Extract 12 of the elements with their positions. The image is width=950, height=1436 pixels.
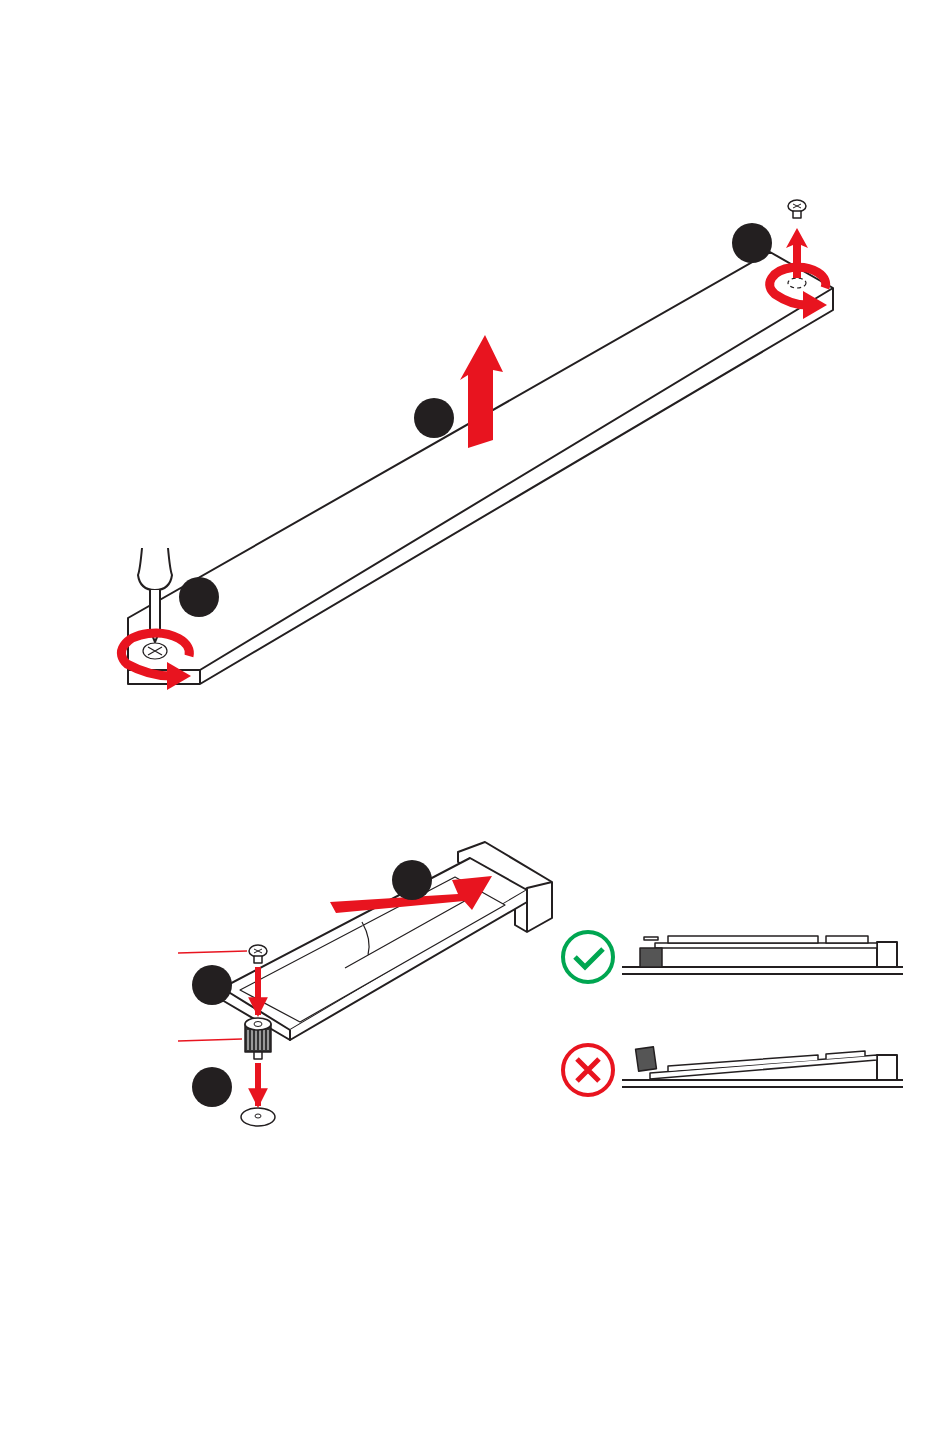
step-marker xyxy=(414,398,454,438)
screw-icon xyxy=(247,944,269,966)
step-marker xyxy=(192,965,232,1005)
step-marker xyxy=(732,223,772,263)
leader-line xyxy=(177,950,248,954)
step-marker xyxy=(392,860,432,900)
step-marker xyxy=(192,1067,232,1107)
washer-icon xyxy=(240,1107,276,1127)
standoff-icon xyxy=(242,1016,274,1062)
arrow xyxy=(248,1063,268,1108)
arrow xyxy=(248,967,268,1017)
leader-line xyxy=(177,1038,243,1042)
